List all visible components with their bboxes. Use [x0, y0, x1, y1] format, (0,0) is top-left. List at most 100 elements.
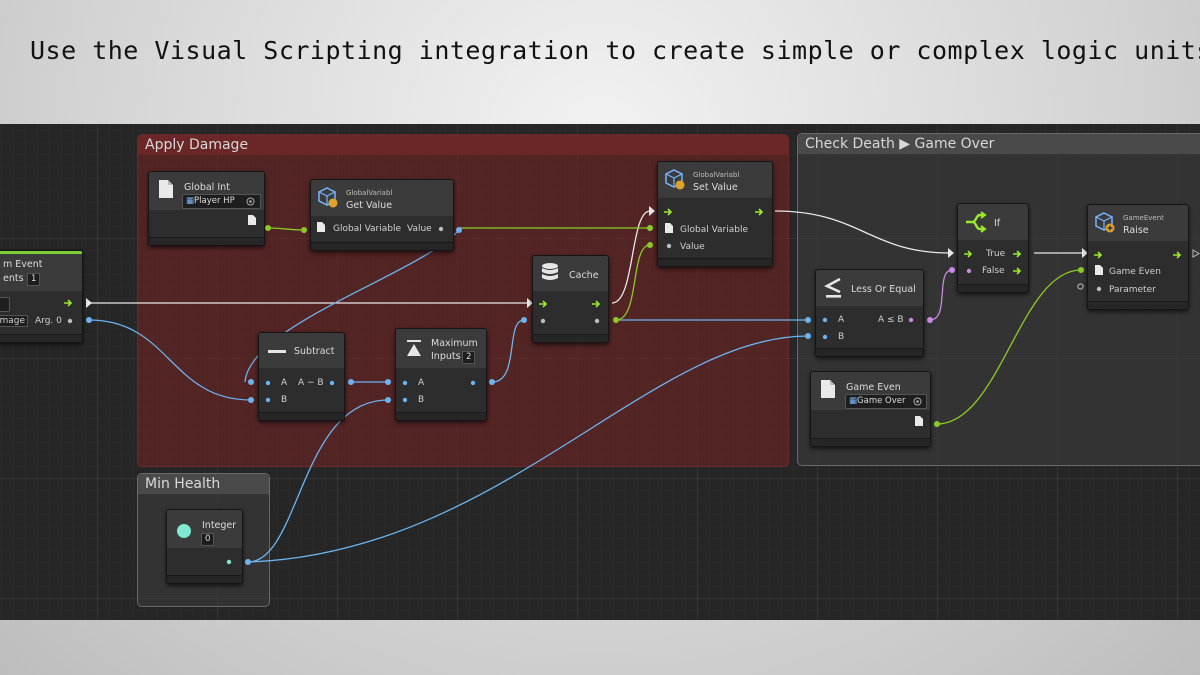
event-name-value: amage — [0, 315, 29, 327]
subtract-node[interactable]: Subtract A A − B B — [258, 332, 345, 421]
external-port-dots — [86, 225, 1084, 565]
object-picker-icon[interactable] — [246, 197, 255, 206]
port-label: A — [418, 378, 425, 388]
document-icon — [821, 380, 835, 398]
graph-canvas[interactable]: Apply Damage Check Death ▶ Game Over Min… — [0, 124, 1200, 620]
port-dot-icon[interactable] — [265, 397, 271, 403]
node-title: Integer — [202, 520, 237, 531]
port-label: A ≤ B — [878, 315, 904, 325]
port-dot-icon[interactable] — [402, 380, 408, 386]
event-name-field[interactable] — [0, 297, 10, 312]
port-dot-icon[interactable] — [470, 380, 476, 386]
port-dot-icon[interactable] — [822, 317, 828, 323]
node-subtitle: Inputs — [431, 351, 461, 362]
group-title: Min Health — [138, 474, 269, 494]
arg-count-field[interactable]: 1 — [27, 273, 41, 286]
object-picker-icon[interactable] — [913, 397, 922, 406]
flow-in-arrow-icon[interactable] — [664, 208, 674, 216]
document-port-icon[interactable] — [1095, 265, 1103, 275]
less-equal-icon — [824, 277, 841, 298]
port-dot-icon[interactable] — [540, 318, 546, 324]
flow-out-arrow-icon[interactable] — [755, 208, 765, 216]
port-dot-icon[interactable] — [966, 268, 972, 274]
node-title: Maximum — [431, 338, 478, 349]
integer-circle-icon — [177, 524, 191, 538]
flow-in-arrow-icon[interactable] — [539, 300, 549, 308]
document-port-icon[interactable] — [915, 416, 923, 426]
node-title: Game Even — [846, 382, 901, 393]
flow-in-arrow-icon[interactable] — [1094, 251, 1104, 259]
custom-event-node[interactable]: m Event ents 1 amage Arg. 0 — [0, 250, 83, 343]
less-or-equal-node[interactable]: Less Or Equal A A ≤ B B — [815, 269, 924, 357]
package-cube-icon — [1095, 212, 1115, 233]
port-label: Parameter — [1109, 285, 1156, 295]
global-int-node[interactable]: Global Int ▦Player HP — [148, 171, 265, 246]
port-dot-icon[interactable] — [822, 334, 828, 340]
port-dot-icon[interactable] — [1096, 286, 1102, 292]
flow-out-arrow-icon[interactable] — [592, 300, 602, 308]
maximum-icon — [407, 340, 421, 356]
port-dot-icon[interactable] — [908, 317, 914, 323]
maximum-node[interactable]: Maximum Inputs 2 A B — [395, 328, 487, 421]
flow-out-hollow-icon[interactable] — [1192, 249, 1200, 258]
global-variable-field[interactable]: ▦Player HP — [182, 194, 261, 209]
node-title: Set Value — [693, 182, 738, 193]
port-dot-icon[interactable] — [226, 559, 232, 565]
node-title: Get Value — [346, 200, 393, 211]
port-dot-icon[interactable] — [402, 397, 408, 403]
port-label: Arg. 0 — [35, 316, 62, 326]
port-label: Global Variable — [333, 224, 402, 234]
database-icon — [542, 263, 558, 280]
get-value-node[interactable]: GlobalVariabl Get Value Global Variable … — [310, 179, 454, 251]
node-title: Subtract — [294, 346, 335, 357]
node-title: m Event — [3, 259, 43, 270]
port-dot-icon[interactable] — [594, 318, 600, 324]
node-subtitle: ents — [3, 273, 24, 284]
group-title: Apply Damage — [138, 135, 788, 155]
node-title: Raise — [1123, 225, 1149, 236]
node-category: GlobalVariabl — [346, 189, 393, 197]
port-hollow-icon[interactable] — [1077, 283, 1084, 290]
flow-out-arrow-icon[interactable] — [1013, 250, 1023, 258]
port-label: B — [281, 395, 288, 405]
port-dot-icon[interactable] — [666, 243, 672, 249]
document-port-icon[interactable] — [317, 222, 325, 232]
node-title: Cache — [569, 270, 599, 281]
node-category: GlobalVariabl — [693, 171, 740, 179]
document-port-icon[interactable] — [665, 223, 673, 233]
flow-out-arrow-icon[interactable] — [1173, 251, 1183, 259]
input-count-field[interactable]: 2 — [462, 351, 476, 364]
node-title: If — [994, 218, 1001, 229]
port-label: B — [838, 332, 845, 342]
node-title: Global Int — [184, 182, 230, 193]
raise-node[interactable]: GameEvent Raise Game Even Parameter — [1087, 204, 1189, 310]
integer-value-field[interactable]: 0 — [201, 533, 215, 546]
game-event-node[interactable]: Game Even ▦Game Over — [810, 371, 931, 447]
group-title: Check Death ▶ Game Over — [798, 134, 1200, 154]
document-port-icon[interactable] — [248, 215, 256, 225]
port-label: Global Variable — [680, 225, 749, 235]
cache-node[interactable]: Cache — [532, 255, 609, 343]
port-label: A — [281, 378, 288, 388]
game-event-field[interactable]: ▦Game Over — [845, 394, 927, 409]
port-dot-icon[interactable] — [67, 318, 73, 324]
if-node[interactable]: If True False — [957, 203, 1029, 293]
flow-out-arrow-icon[interactable] — [64, 299, 74, 307]
port-dot-icon[interactable] — [329, 380, 335, 386]
flow-in-arrow-icon[interactable] — [964, 250, 974, 258]
package-cube-icon — [665, 169, 685, 190]
port-label: A — [838, 315, 845, 325]
port-dot-icon[interactable] — [265, 380, 271, 386]
port-label: Game Even — [1109, 267, 1161, 277]
flow-out-arrow-icon[interactable] — [1013, 267, 1023, 275]
set-value-node[interactable]: GlobalVariabl Set Value Global Variable … — [657, 161, 773, 267]
port-label: Value — [407, 224, 432, 234]
port-dot-icon[interactable] — [438, 226, 444, 232]
port-label: False — [982, 266, 1005, 276]
port-label: A − B — [298, 378, 324, 388]
integer-node[interactable]: Integer 0 — [166, 509, 243, 584]
minus-icon — [268, 350, 286, 353]
branch-icon — [966, 211, 987, 233]
port-label: B — [418, 395, 425, 405]
connection-wires — [86, 206, 1088, 563]
